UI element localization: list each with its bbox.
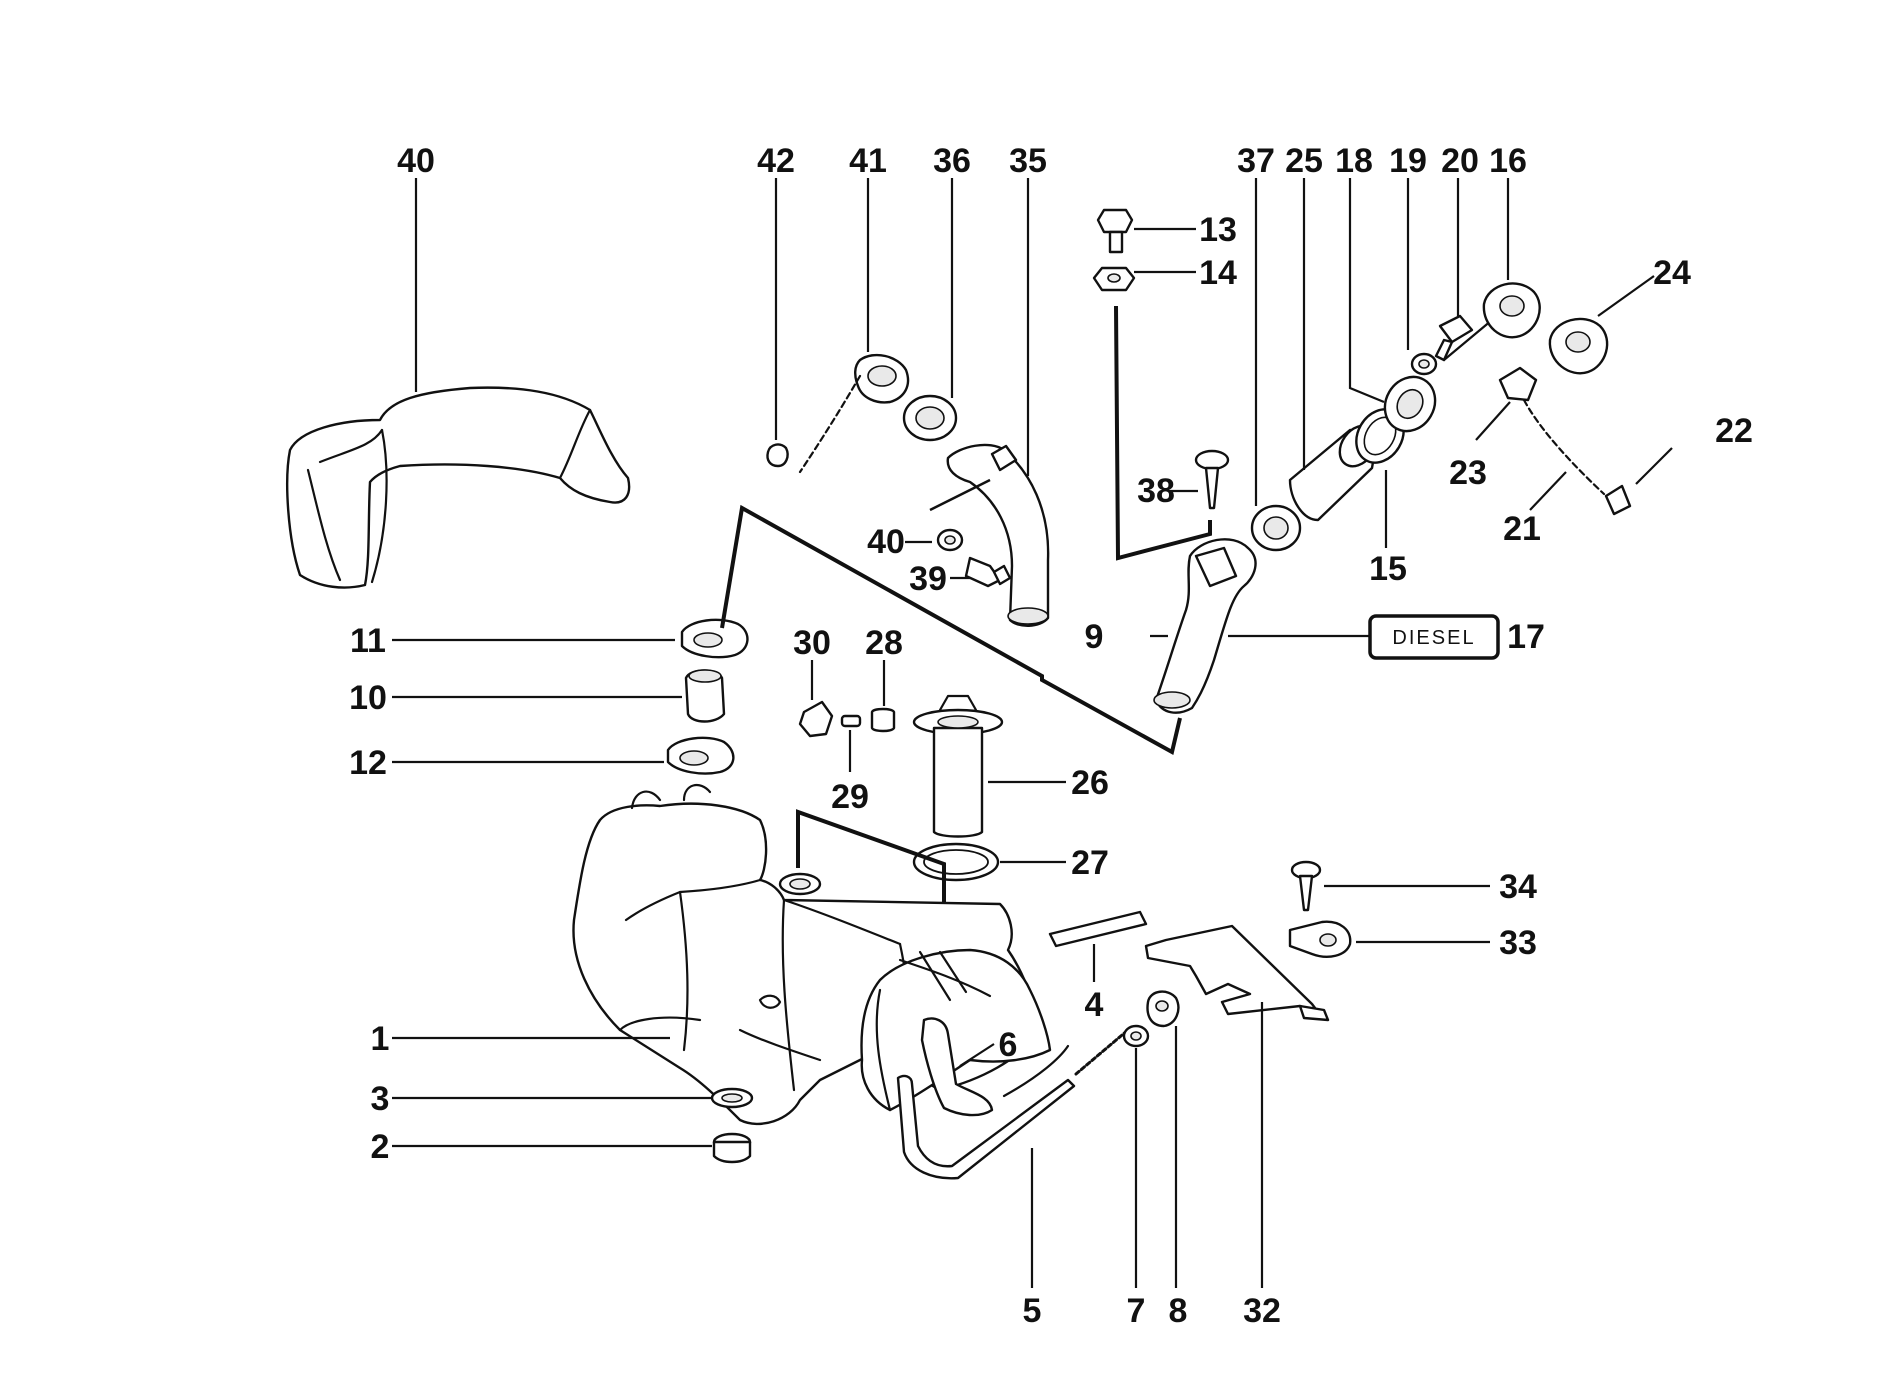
leader-line-18 [1348,178,1385,404]
callout-42: 42 [757,142,795,180]
screw-38-part [1194,449,1230,510]
grommet-36-part [902,394,958,442]
clip-42-part [766,443,789,468]
fuel-tank-1-part [572,783,1052,1126]
filler-assembly-frame [720,504,1182,756]
callout-4: 4 [1085,986,1104,1024]
callout-10: 10 [349,679,387,717]
callout-7: 7 [1127,1292,1146,1330]
callout-39: 39 [909,560,947,598]
callout-17: 17 [1507,618,1545,656]
callout-34: 34 [1499,868,1537,906]
callout-14: 14 [1199,254,1237,292]
callout-6: 6 [999,1026,1018,1064]
bolt-13-part [1096,208,1134,254]
heat-shield-part [286,386,631,589]
flange-18-part [1383,375,1437,433]
callout-20: 20 [1441,142,1479,180]
leader-line-6 [959,1043,995,1067]
callout-3: 3 [371,1080,390,1118]
clamp-11-part [680,618,749,659]
callout-37: 37 [1237,142,1275,180]
callout-32: 32 [1243,1292,1281,1330]
callout-33: 33 [1499,924,1537,962]
connect-20-16 [1442,318,1494,362]
callout-11: 11 [350,622,386,660]
filler-neck-9-part [1153,538,1257,714]
sleeve-28-part [870,707,896,733]
callout-12: 12 [349,744,387,782]
callout-40a: 40 [397,142,435,180]
callout-30: 30 [793,624,831,662]
callout-38: 38 [1137,472,1175,510]
callout-28: 28 [865,624,903,662]
callout-22: 22 [1715,412,1753,450]
hose-10-part [684,669,726,723]
callout-16: 16 [1489,142,1527,180]
callout-21: 21 [1503,510,1541,548]
callout-36: 36 [933,142,971,180]
seal-37-part [1250,504,1302,552]
bolt-20-part [1434,314,1474,362]
callout-15: 15 [1369,550,1407,588]
locking-cap-16-part [1482,282,1541,339]
callout-27: 27 [1071,844,1109,882]
callout-25: 25 [1285,142,1323,180]
callout-5: 5 [1023,1292,1042,1330]
bracket-32-part [1144,924,1330,1022]
seal-3-part [710,1087,754,1109]
clip-23-part [1498,366,1538,402]
callout-19: 19 [1389,142,1427,180]
leader-line-21 [1529,471,1567,511]
fuel-sender-26-part [912,694,1004,838]
clamp-12-part [666,736,735,775]
callout-1: 1 [371,1020,390,1058]
callout-23: 23 [1449,454,1487,492]
screw-34-part [1290,860,1322,912]
callout-labels: 40 42 41 36 35 37 25 18 19 20 16 13 14 2… [349,142,1753,1330]
threaded-rod-part [1074,1028,1130,1076]
drain-plug-2-part [712,1132,752,1164]
oring-27-part [912,842,1000,882]
callout-13: 13 [1199,211,1237,249]
callout-24: 24 [1653,254,1691,292]
bracket-outline-13-38 [1114,305,1212,561]
callout-41: 41 [849,142,887,180]
filler-neck-35-part [946,443,1050,627]
diesel-decal-17-part: DIESEL [1368,614,1500,660]
strip-4-part [1048,910,1148,948]
washer-7-part [1122,1024,1150,1048]
callout-29: 29 [831,778,869,816]
fuel-cap-41-part [798,353,910,474]
callout-40b: 40 [867,523,905,561]
chain-21-part [1522,398,1606,496]
clamp-33-part [1288,920,1352,958]
leader-line-23 [1475,401,1511,441]
leader-line-24 [1597,275,1655,317]
nut-14-part [1092,266,1136,292]
sender-frame [796,809,946,904]
diesel-decal-text: DIESEL [1392,627,1475,649]
spacer-29-part [840,714,862,728]
leader-line-22 [1635,447,1673,485]
bracket-outline-39-40 [929,478,991,512]
callout-8: 8 [1169,1292,1188,1330]
callout-26: 26 [1071,764,1109,802]
strap-5-part [896,1044,1076,1180]
cap-24-part [1548,317,1609,375]
washer-40-part [936,528,964,552]
nut-8-part [1146,990,1180,1028]
callout-2: 2 [371,1128,390,1166]
strap-pad-6-part [920,1017,994,1117]
callout-9: 9 [1085,618,1104,656]
bolt-39-part [964,556,1012,588]
callout-18: 18 [1335,142,1373,180]
tab-22-part [1604,484,1632,516]
callout-35: 35 [1009,142,1047,180]
fitting-30-part [798,700,834,738]
washer-19-part [1410,352,1438,376]
